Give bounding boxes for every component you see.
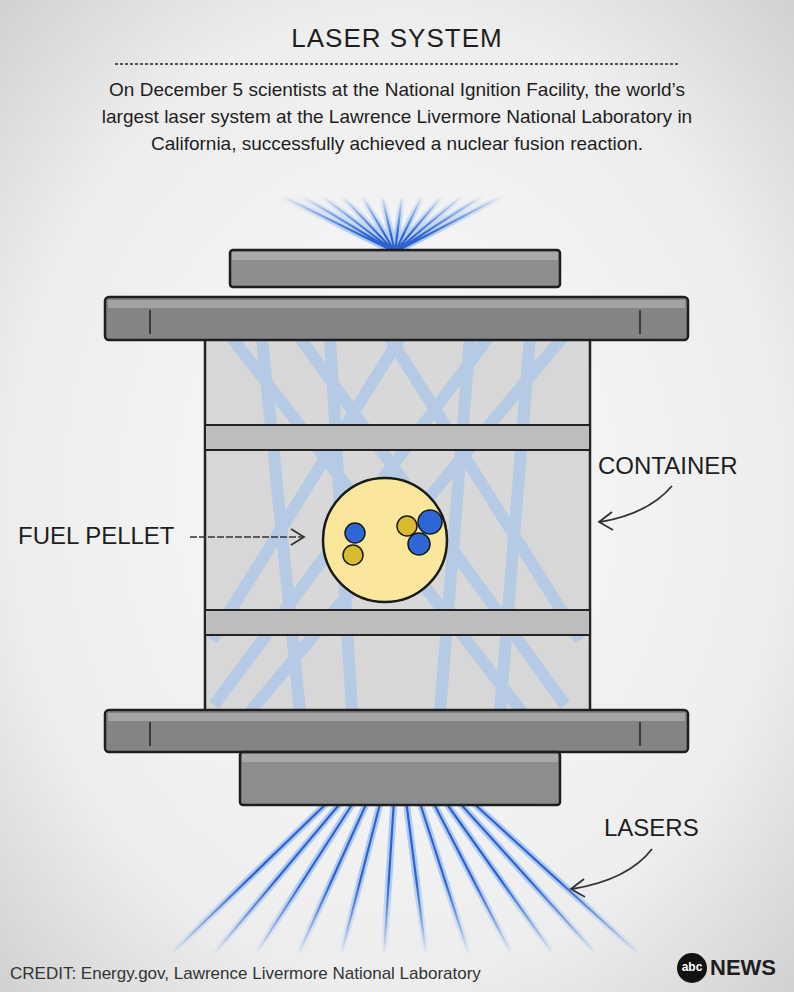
fuel-particle	[408, 533, 430, 555]
credit: CREDIT: Energy.gov, Lawrence Livermore N…	[10, 964, 481, 984]
flange-highlight	[108, 713, 685, 721]
title-rule	[115, 63, 680, 65]
flange-mark	[149, 310, 151, 334]
leader-arrowhead	[599, 512, 613, 530]
container-band	[205, 610, 590, 635]
flange-mark	[639, 722, 641, 746]
flange-mark	[149, 722, 151, 746]
laser-beams	[170, 800, 640, 955]
cap-highlight	[232, 252, 558, 260]
cap-highlight	[242, 754, 558, 762]
fuel-particle	[418, 510, 442, 534]
laser-beams-glow	[282, 196, 502, 252]
fuel-particle	[397, 516, 417, 536]
inner-beam	[212, 338, 580, 712]
leader-line	[572, 849, 652, 889]
leader-arrowhead	[571, 879, 585, 897]
logo-word: NEWS	[710, 955, 776, 980]
title: LASER SYSTEM	[0, 22, 794, 54]
leader-arrowhead	[291, 529, 304, 545]
laser-beams-glow	[170, 800, 640, 955]
callout-label: LASERS	[604, 814, 699, 842]
flange-highlight	[108, 300, 685, 308]
leader-line	[600, 486, 672, 522]
leader-line	[190, 536, 303, 538]
callout-label: FUEL PELLET	[18, 522, 175, 550]
container-band	[205, 425, 590, 450]
container-body	[205, 335, 590, 715]
logo-badge	[677, 953, 707, 983]
fuel-pellet	[323, 478, 447, 602]
fuel-particle	[343, 545, 363, 565]
fuel-particle	[345, 523, 365, 543]
flange-mark	[639, 310, 641, 334]
caption: On December 5 scientists at the National…	[87, 76, 707, 157]
container-cap	[240, 752, 560, 805]
container-flange	[105, 710, 688, 752]
laser-beams	[282, 196, 502, 252]
container-flange	[105, 297, 688, 340]
container-cap	[230, 250, 560, 287]
inner-beams	[212, 338, 580, 712]
callout-label: CONTAINER	[598, 452, 738, 480]
logo-mark: abc	[677, 960, 707, 974]
